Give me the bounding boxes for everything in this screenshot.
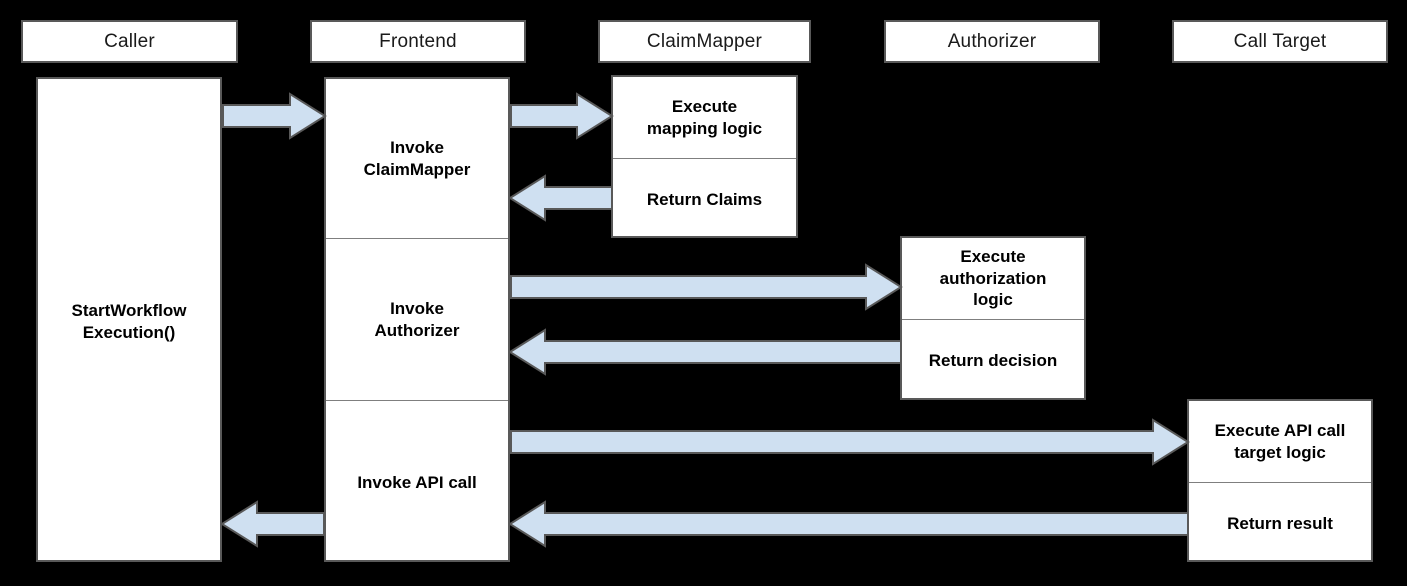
activation-claimmapper-return-claims[interactable]: Return Claims — [613, 158, 796, 240]
activation-calltarget-return-result[interactable]: Return result — [1189, 482, 1371, 564]
lane-header-frontend-label: Frontend — [379, 30, 457, 52]
message-arrow-claimmapper-to-frontend[interactable] — [508, 174, 613, 222]
lane-header-caller[interactable]: Caller — [21, 20, 238, 63]
activation-authorizer-return-decision[interactable]: Return decision — [902, 319, 1084, 402]
lane-header-authorizer[interactable]: Authorizer — [884, 20, 1100, 63]
activation-frontend-invoke-api-call[interactable]: Invoke API call — [326, 400, 508, 564]
message-arrow-authorizer-to-frontend[interactable] — [508, 328, 902, 376]
lane-header-frontend[interactable]: Frontend — [310, 20, 526, 63]
message-arrow-frontend-to-calltarget[interactable] — [510, 418, 1190, 466]
message-arrow-frontend-to-claimmapper[interactable] — [510, 92, 614, 140]
lane-header-calltarget-label: Call Target — [1233, 30, 1327, 52]
message-arrow-calltarget-to-frontend[interactable] — [508, 500, 1189, 548]
lane-header-claimmapper[interactable]: ClaimMapper — [598, 20, 811, 63]
lane-header-calltarget[interactable]: Call Target — [1172, 20, 1388, 63]
lane-header-claimmapper-label: ClaimMapper — [646, 30, 763, 52]
lane-header-authorizer-label: Authorizer — [947, 30, 1037, 52]
message-arrow-frontend-to-authorizer[interactable] — [510, 263, 903, 311]
message-arrow-frontend-to-caller[interactable] — [220, 500, 325, 548]
message-arrow-caller-to-frontend[interactable] — [222, 92, 327, 140]
lane-header-caller-label: Caller — [104, 30, 155, 52]
